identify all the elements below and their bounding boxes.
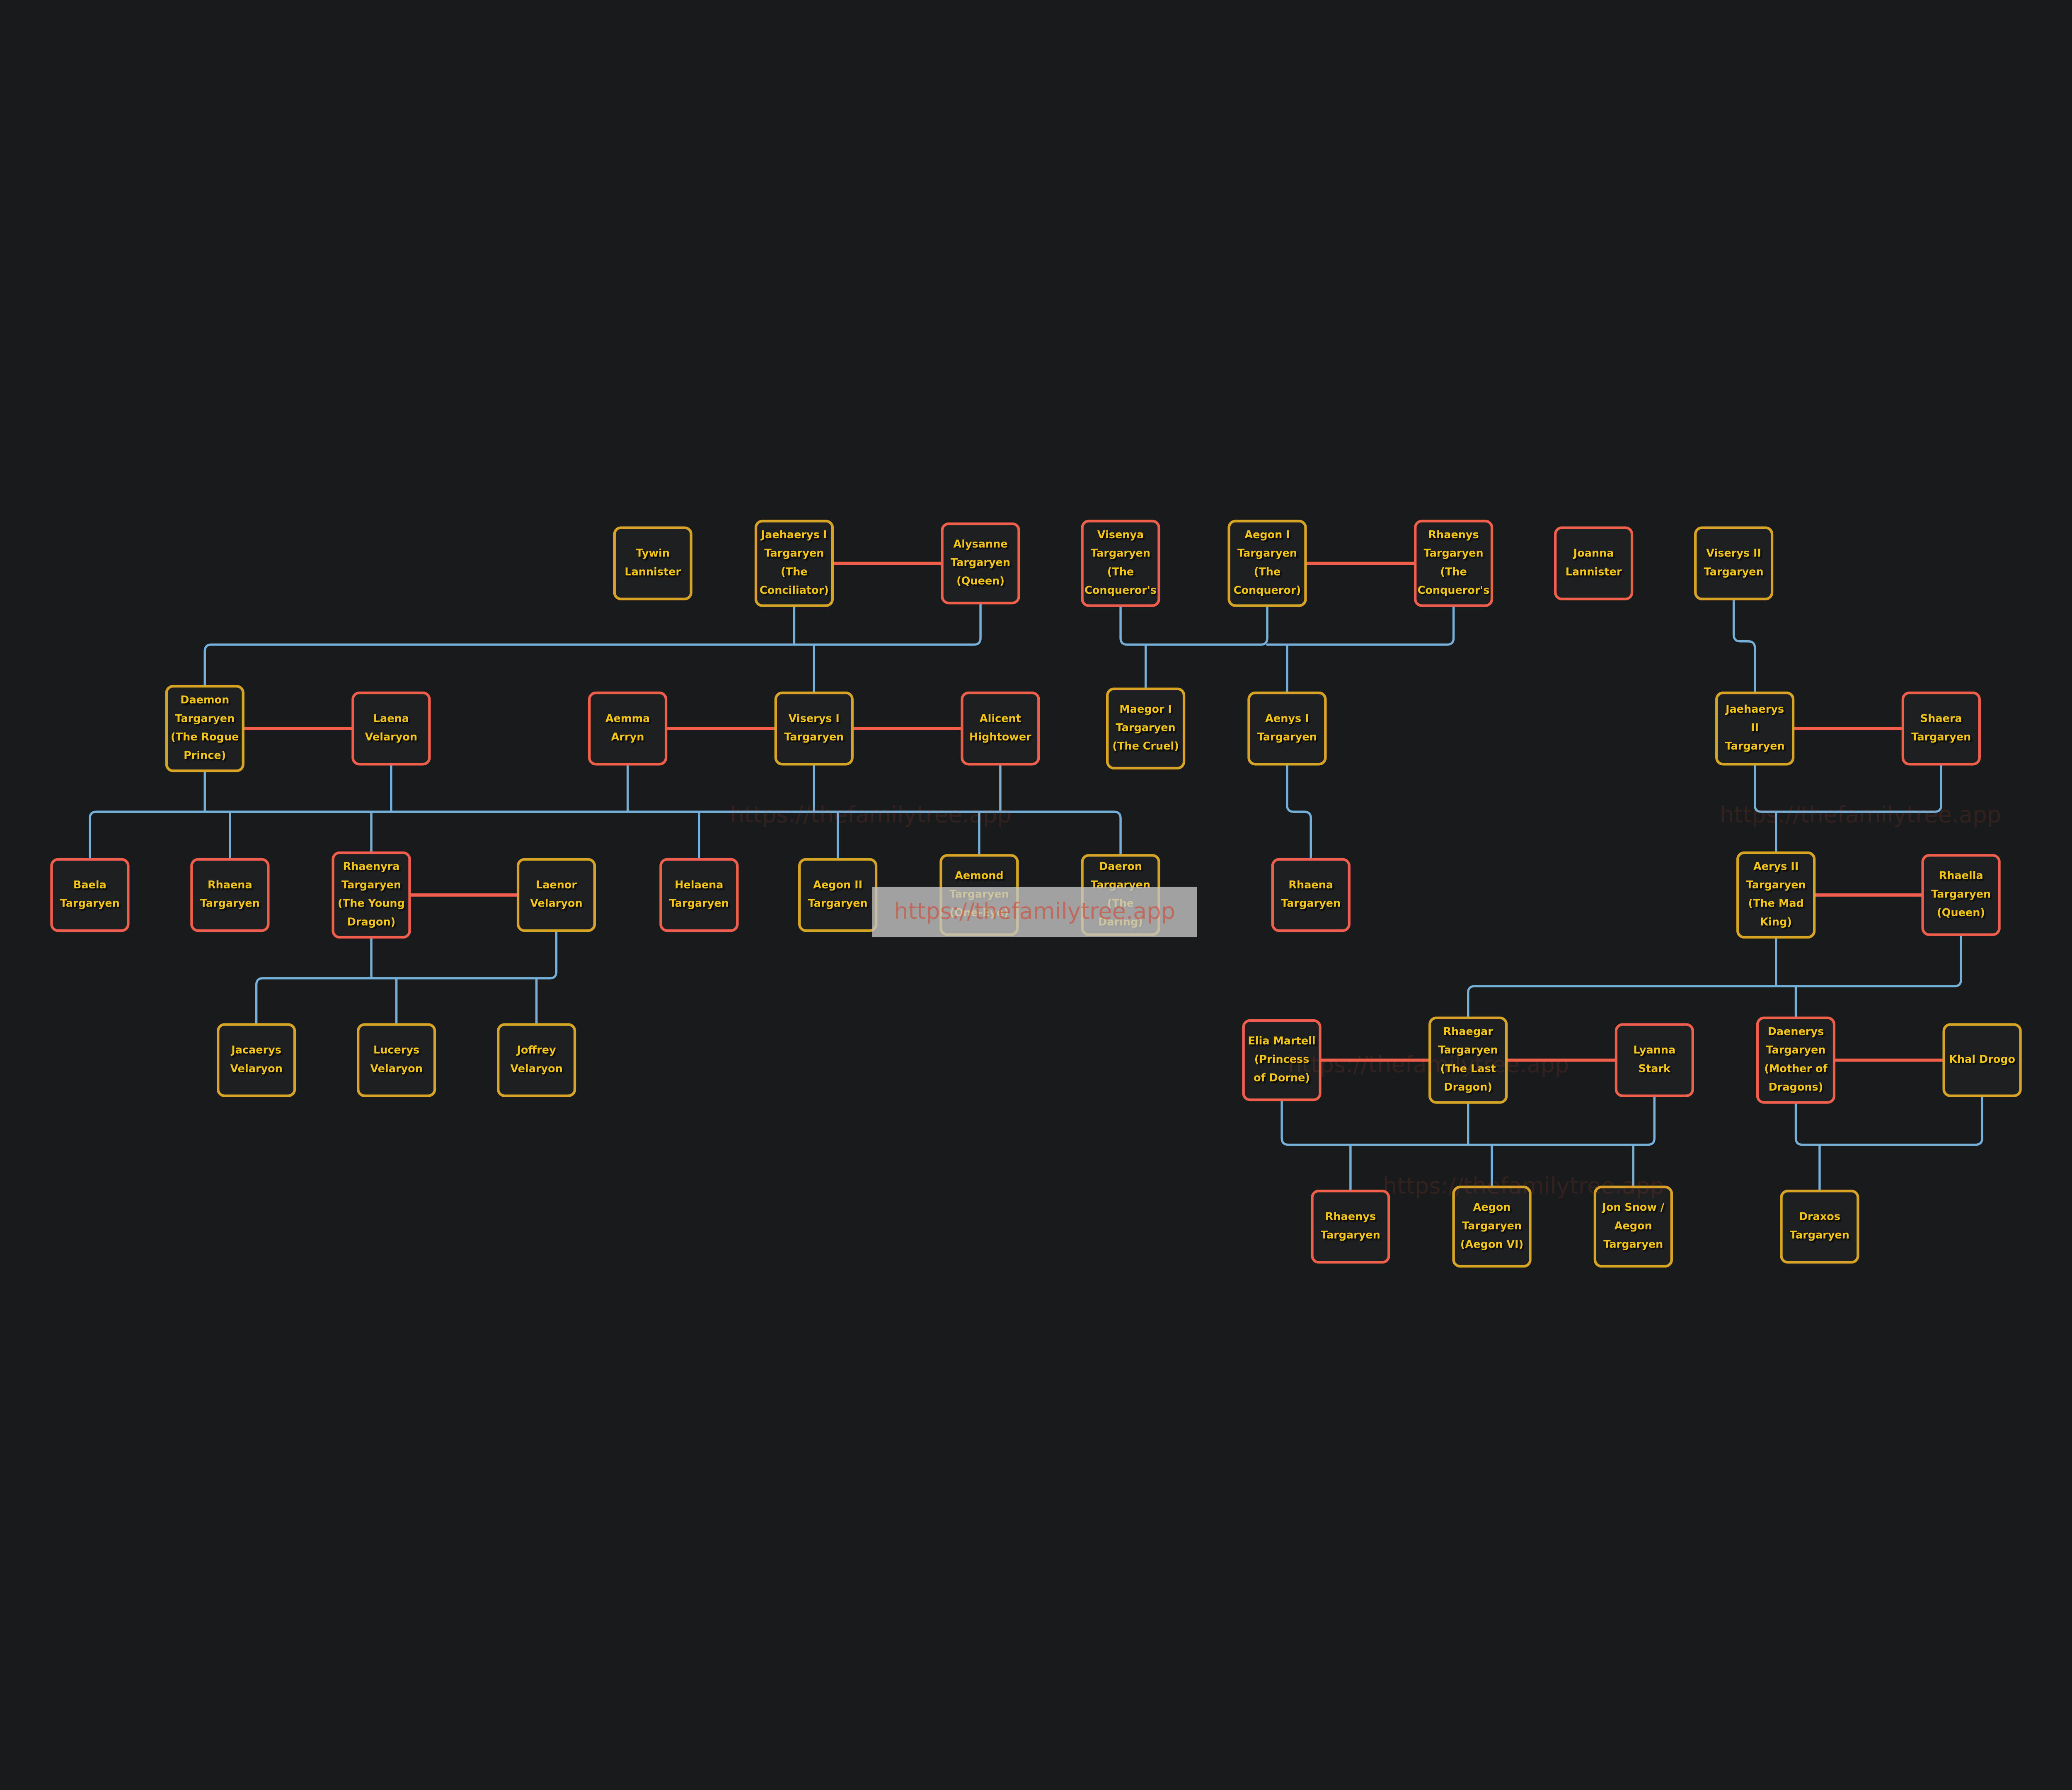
- person-aerys-ii-targaryen[interactable]: Aerys II Targaryen (The Mad King): [1736, 851, 1816, 939]
- person-rhaenyra-targaryen[interactable]: Rhaenyra Targaryen (The Young Dragon): [332, 851, 411, 939]
- descent-line: [1467, 935, 1962, 1018]
- person-baela-targaryen[interactable]: Baela Targaryen: [50, 858, 130, 932]
- person-rhaella-targaryen[interactable]: Rhaella Targaryen (Queen): [1921, 854, 2001, 936]
- person-tywin-lannister[interactable]: Tywin Lannister: [613, 526, 692, 600]
- person-khal-drogo[interactable]: Khal Drogo: [1942, 1023, 2022, 1097]
- person-viserys-i-targaryen[interactable]: Viserys I Targaryen: [774, 691, 854, 766]
- person-lyanna-stark[interactable]: Lyanna Stark: [1615, 1023, 1694, 1097]
- person-aegon-ii-targaryen[interactable]: Aegon II Targaryen: [798, 858, 878, 932]
- person-aegon-vi-targaryen[interactable]: Aegon Targaryen (Aegon VI): [1452, 1185, 1532, 1268]
- person-daenerys-targaryen[interactable]: Daenerys Targaryen (Mother of Dragons): [1756, 1016, 1836, 1104]
- person-jaehaerys-ii-targaryen[interactable]: Jaehaerys II Targaryen: [1715, 691, 1795, 766]
- person-alicent-hightower[interactable]: Alicent Hightower: [961, 691, 1040, 766]
- person-draxos-targaryen[interactable]: Draxos Targaryen: [1780, 1190, 1859, 1264]
- person-elia-martell[interactable]: Elia Martell (Princess of Dorne): [1242, 1019, 1322, 1101]
- person-rhaegar-targaryen[interactable]: Rhaegar Targaryen (The Last Dragon): [1428, 1016, 1508, 1104]
- watermark-tile: https://thefamilytree.app: [1288, 1052, 1569, 1079]
- person-laena-velaryon[interactable]: Laena Velaryon: [351, 691, 431, 766]
- watermark-overlay: https://thefamilytree.app: [872, 887, 1198, 938]
- person-jon-snow[interactable]: Jon Snow / Aegon Targaryen: [1593, 1185, 1673, 1268]
- person-aegon-i-targaryen[interactable]: Aegon I Targaryen (The Conqueror): [1227, 520, 1307, 607]
- marriage-connectors: [243, 561, 1944, 1062]
- person-daemon-targaryen[interactable]: Daemon Targaryen (The Rogue Prince): [165, 685, 244, 772]
- person-joffrey-velaryon[interactable]: Joffrey Velaryon: [496, 1023, 576, 1097]
- watermark-tile: https://thefamilytree.app: [1720, 802, 2002, 829]
- person-viserys-ii-targaryen[interactable]: Viserys II Targaryen: [1694, 526, 1774, 600]
- descent-line: [1753, 764, 1943, 813]
- descent-line: [1266, 606, 1455, 646]
- person-jacaerys-velaryon[interactable]: Jacaerys Velaryon: [216, 1023, 296, 1097]
- person-rhaenys-targaryen-daughter-of-rhaegar[interactable]: Rhaenys Targaryen: [1311, 1190, 1390, 1264]
- descent-line: [203, 603, 982, 686]
- person-visenya-targaryen[interactable]: Visenya Targaryen (The Conqueror's: [1081, 520, 1160, 607]
- person-alysanne-targaryen[interactable]: Alysanne Targaryen (Queen): [941, 522, 1020, 605]
- descent-line: [1732, 599, 1756, 693]
- person-rhaenys-targaryen-conqueror[interactable]: Rhaenys Targaryen (The Conqueror's: [1414, 520, 1493, 607]
- person-shaera-targaryen[interactable]: Shaera Targaryen: [1901, 691, 1981, 766]
- person-joanna-lannister[interactable]: Joanna Lannister: [1554, 526, 1634, 600]
- descent-connectors: [89, 599, 1983, 1191]
- descent-line: [89, 810, 1122, 859]
- person-aemma-arryn[interactable]: Aemma Arryn: [588, 691, 668, 766]
- descent-line: [1794, 1096, 1983, 1146]
- person-nodes: Tywin Lannister Jaehaerys I Targaryen (T…: [50, 520, 2022, 1268]
- watermark-tiles: https://thefamilytree.app https://thefam…: [730, 802, 2002, 1200]
- watermark-tile: https://thefamilytree.app: [1383, 1173, 1665, 1200]
- person-aenys-i-targaryen[interactable]: Aenys I Targaryen: [1247, 691, 1327, 766]
- person-jaehaerys-i-targaryen[interactable]: Jaehaerys I Targaryen (The Conciliator): [754, 520, 834, 607]
- person-helaena-targaryen[interactable]: Helaena Targaryen: [659, 858, 739, 932]
- descent-line: [255, 931, 558, 1025]
- person-rhaena-targaryen-daughter-of-daemon[interactable]: Rhaena Targaryen: [190, 858, 270, 932]
- person-laenor-velaryon[interactable]: Laenor Velaryon: [516, 858, 596, 932]
- watermark-tile: https://thefamilytree.app: [730, 802, 1012, 829]
- descent-line: [1119, 606, 1268, 646]
- descent-line: [1286, 764, 1312, 859]
- person-maegor-i-targaryen[interactable]: Maegor I Targaryen (The Cruel): [1106, 687, 1186, 770]
- person-lucerys-velaryon[interactable]: Lucerys Velaryon: [356, 1023, 436, 1097]
- person-rhaena-targaryen-daughter-of-aenys[interactable]: Rhaena Targaryen: [1271, 858, 1351, 932]
